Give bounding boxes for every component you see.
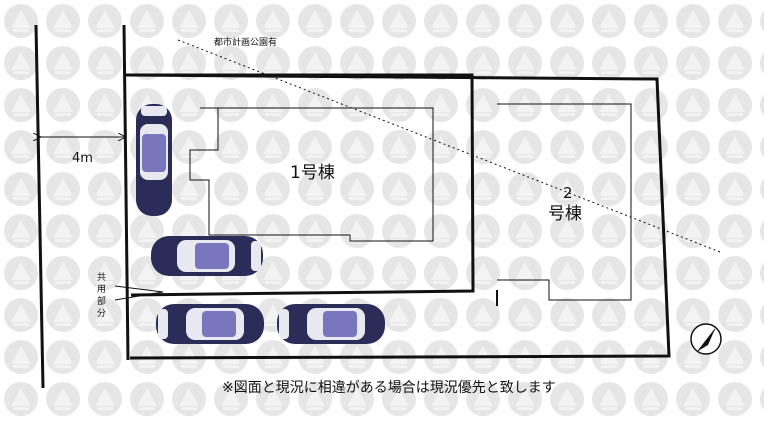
car-2: [151, 236, 263, 276]
disclaimer-note: ※図面と現況に相違がある場合は現況優先と致します: [222, 380, 556, 396]
svg-text:用: 用: [97, 284, 106, 295]
road-edge-right: [122, 24, 130, 361]
park-label: 都市計画公園有: [214, 36, 277, 48]
building-1-label: 1号棟: [290, 163, 335, 183]
svg-text:共: 共: [97, 272, 106, 283]
lot-1-boundary: [130, 73, 475, 297]
svg-text:部: 部: [97, 295, 106, 307]
building-1-footprint: [189, 107, 434, 242]
car-4: [277, 304, 385, 344]
building-2-footprint: [497, 103, 632, 301]
shared-area-arrow: [114, 285, 164, 301]
road-width-label: 4m: [72, 151, 93, 166]
car-1-vertical: [136, 104, 172, 216]
road-edge-left: [34, 24, 45, 389]
site-boundary: [125, 73, 671, 360]
park-boundary-line: [177, 39, 721, 253]
car-3: [156, 304, 264, 344]
building-2-label: 号棟: [548, 204, 582, 224]
svg-text:分: 分: [97, 308, 106, 319]
building-2-number: 2: [563, 184, 573, 202]
north-arrow-icon: [690, 323, 722, 355]
shared-area-label: 共 用 部 分: [97, 272, 106, 319]
